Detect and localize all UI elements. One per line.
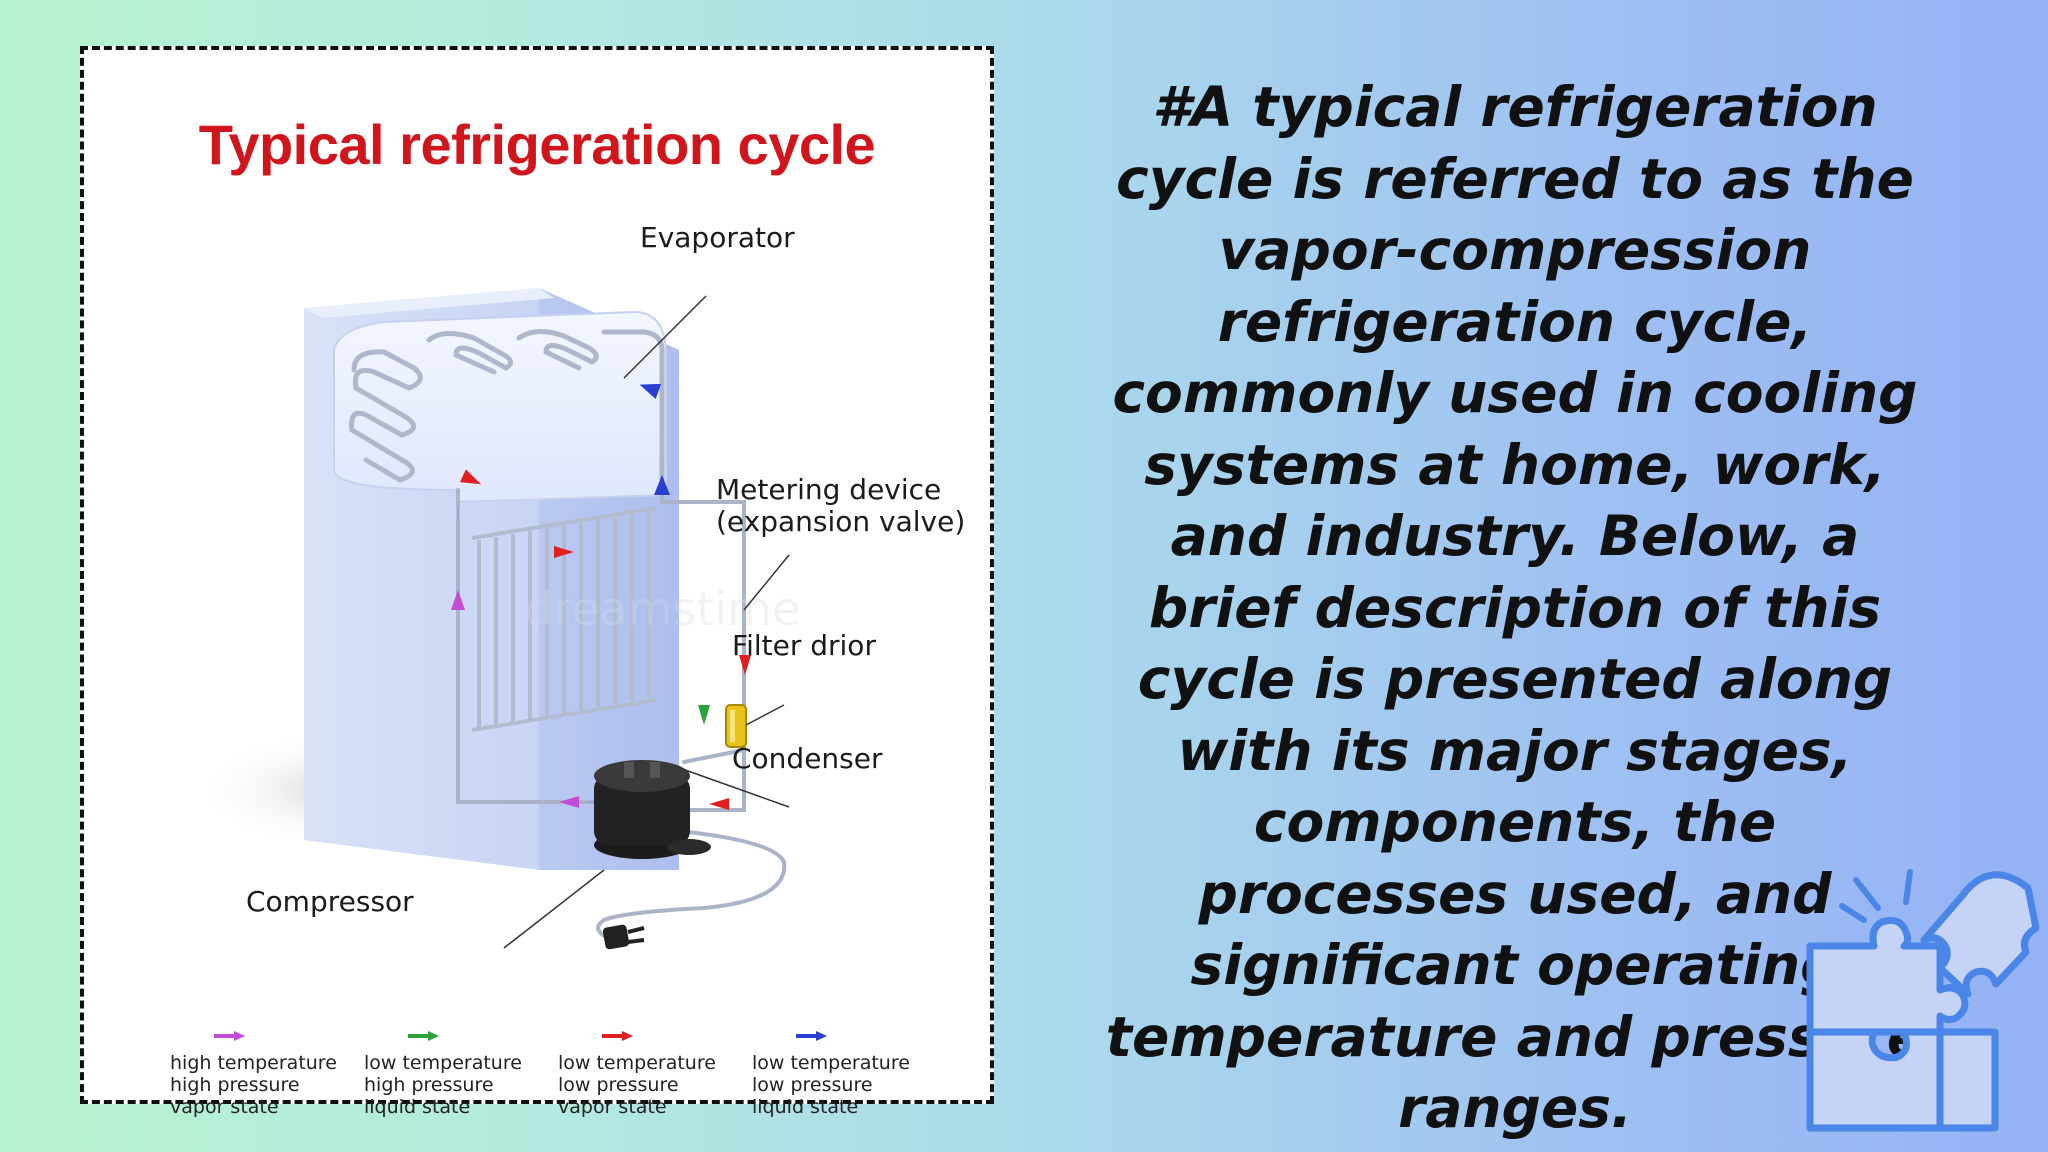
- metering-line1: Metering device: [716, 473, 942, 506]
- compressor-label: Compressor: [246, 885, 414, 918]
- filter-drier: [725, 704, 747, 748]
- metering-line2: (expansion valve): [716, 505, 966, 538]
- legend-line: vapor state: [170, 1096, 279, 1118]
- leader-lines: [503, 295, 790, 949]
- description-text: #A typical refrigeration cycle is referr…: [1105, 75, 1925, 1140]
- arrow-right-icon: [214, 1031, 245, 1041]
- arrow-right-icon: [602, 1031, 633, 1041]
- condenser-label: Condenser: [732, 742, 883, 775]
- condenser-coil: [471, 506, 657, 732]
- legend-line: high temperature: [170, 1052, 337, 1074]
- legend-line: liquid state: [364, 1096, 471, 1118]
- power-plug: [602, 924, 645, 950]
- diagram-title: Typical refrigeration cycle: [198, 113, 876, 176]
- legend: high temperature high pressure vapor sta…: [84, 1030, 990, 1120]
- legend-line: low pressure: [558, 1074, 679, 1096]
- legend-line: low pressure: [752, 1074, 873, 1096]
- legend-line: low temperature: [364, 1052, 522, 1074]
- legend-line: liquid state: [752, 1096, 859, 1118]
- arrow-right-icon: [796, 1031, 827, 1041]
- legend-line: low temperature: [752, 1052, 910, 1074]
- arrow-right-icon: [408, 1031, 439, 1041]
- evaporator-label: Evaporator: [640, 221, 795, 254]
- filter-drier-label: Filter drior: [732, 629, 876, 662]
- legend-line: high pressure: [170, 1074, 300, 1096]
- flow-arrows: [451, 383, 751, 810]
- watermark: dreamstime: [524, 582, 800, 636]
- compressor: [594, 760, 711, 859]
- refrigerator-diagram: dreamstime: [194, 288, 800, 950]
- evaporator-unit: [333, 310, 667, 504]
- metering-device-label: Metering device (expansion valve): [716, 474, 965, 538]
- legend-line: vapor state: [558, 1096, 667, 1118]
- diagram-panel: Typical refrigeration cycle: [80, 46, 994, 1118]
- puzzle-icon: [1806, 869, 2040, 1132]
- legend-line: low temperature: [558, 1052, 716, 1074]
- legend-line: high pressure: [364, 1074, 494, 1096]
